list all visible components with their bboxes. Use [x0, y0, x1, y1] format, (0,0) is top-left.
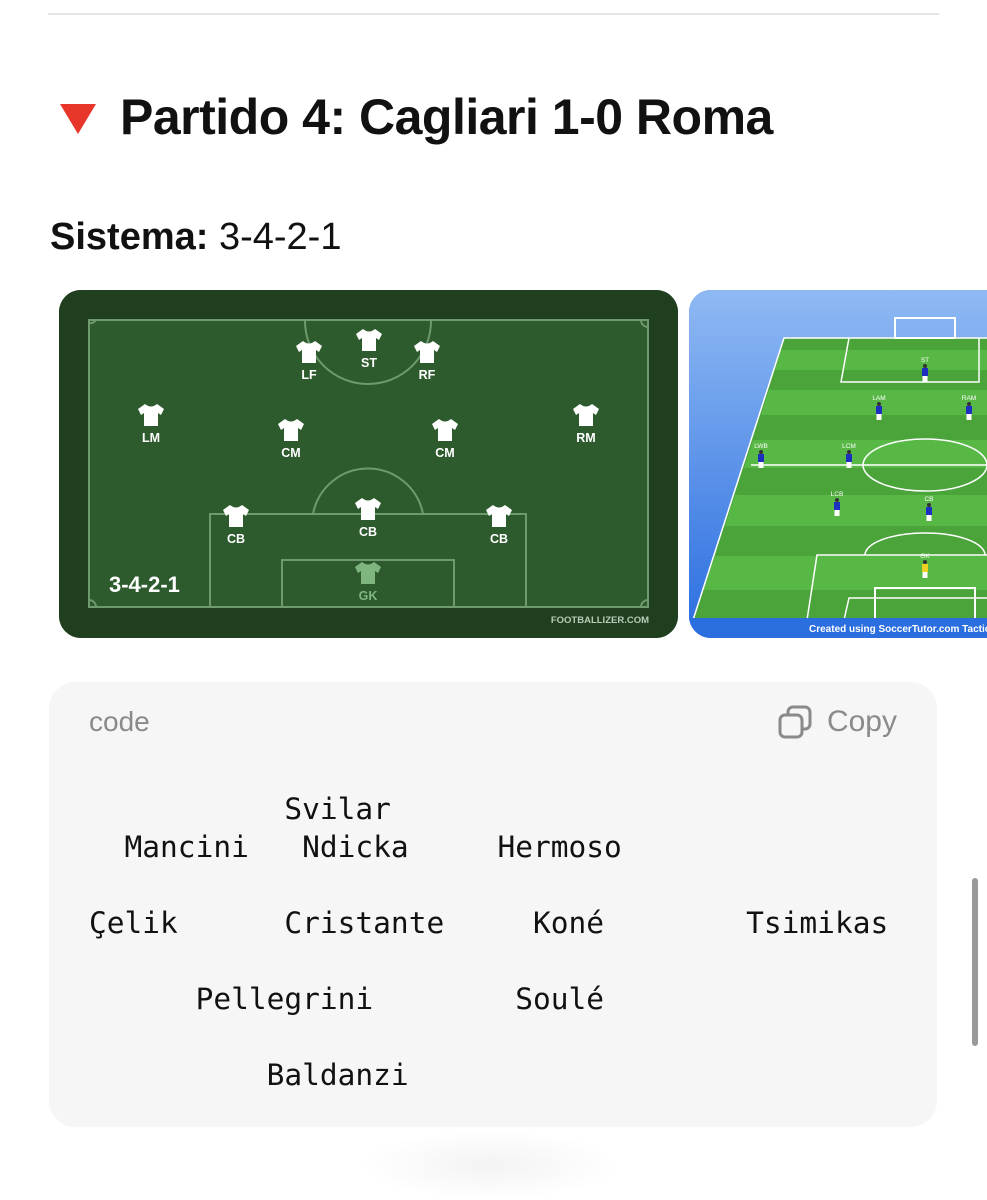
player-cb-7: CB: [223, 505, 249, 546]
system-label: Sistema:: [50, 216, 209, 258]
shirt-icon: [356, 329, 382, 351]
bottom-fade: [360, 1130, 620, 1200]
shirt-icon: [355, 562, 381, 584]
code-language-label: code: [89, 706, 150, 737]
copy-icon: [778, 705, 812, 739]
player-figure: [876, 406, 882, 414]
position-label: CM: [435, 446, 454, 460]
player-cb-9: CB: [486, 505, 512, 546]
shirt-icon: [278, 419, 304, 441]
position-label: RM: [576, 431, 595, 445]
soccertutor-credit: Created using SoccerTutor.com Tactics: [809, 624, 987, 635]
tactics-player-lam: LAM: [872, 395, 886, 420]
footballizer-watermark: FOOTBALLIZER.COM: [551, 615, 649, 626]
player-st-1: ST: [356, 329, 382, 370]
player-cm-5: CM: [432, 419, 458, 460]
player-gk-10: GK: [355, 562, 381, 603]
tactics-position-label: GK: [920, 553, 930, 560]
tactics-image[interactable]: ST LAM RAM LWB LCM LCB CB GK Created using Socc…: [689, 290, 987, 638]
position-label: CB: [359, 525, 377, 539]
tactics-player-lwb: LWB: [754, 443, 768, 468]
player-lm-3: LM: [138, 404, 164, 445]
formation-label: 3-4-2-1: [109, 572, 180, 597]
tactics-position-label: RAM: [962, 395, 976, 402]
player-rm-6: RM: [573, 404, 599, 445]
formation-image[interactable]: LF ST RF LM CM CM RM CB CB CB GK 3-4-2-1 FOOTBALLI…: [59, 290, 678, 638]
player-figure: [926, 507, 932, 515]
position-label: GK: [359, 589, 378, 603]
tactics-player-st: ST: [921, 357, 929, 382]
position-label: CB: [490, 532, 508, 546]
copy-label: Copy: [826, 705, 897, 738]
red-down-triangle-icon: [60, 104, 96, 134]
player-figure: [922, 368, 928, 376]
shirt-icon: [223, 505, 249, 527]
shirt-icon: [355, 498, 381, 520]
player-figure: [966, 406, 972, 414]
player-cb-8: CB: [355, 498, 381, 539]
position-label: RF: [419, 368, 436, 382]
position-label: LF: [301, 368, 317, 382]
tactics-player-lcb: LCB: [831, 491, 844, 516]
tactics-position-label: LAM: [872, 395, 885, 402]
player-lf-0: LF: [296, 341, 322, 382]
formation-pitch: LF ST RF LM CM CM RM CB CB CB GK 3-4-2-1 FOOTBALLI…: [59, 290, 678, 638]
page-scrollbar[interactable]: [972, 878, 978, 1046]
tactics-player-cb: CB: [924, 496, 934, 521]
tactics-pitch: ST LAM RAM LWB LCM LCB CB GK Created using Socc…: [689, 290, 987, 638]
tactics-player-ram: RAM: [962, 395, 976, 420]
system-line: Sistema: 3-4-2-1: [50, 216, 341, 259]
player-figure: [834, 502, 840, 510]
top-divider: [48, 13, 939, 15]
player-figure: [758, 454, 764, 462]
tactics-player-lcm: LCM: [842, 443, 856, 468]
code-block: code Copy Svilar Mancini Ndicka Hermoso …: [49, 682, 937, 1127]
position-label: ST: [361, 356, 377, 370]
player-rf-2: RF: [414, 341, 440, 382]
player-cm-4: CM: [278, 419, 304, 460]
shirt-icon: [296, 341, 322, 363]
section-heading: Partido 4: Cagliari 1-0 Roma: [60, 88, 773, 146]
shirt-icon: [573, 404, 599, 426]
shirt-icon: [414, 341, 440, 363]
copy-button[interactable]: Copy: [777, 704, 897, 740]
tactics-position-label: LCM: [842, 443, 856, 450]
code-content: Svilar Mancini Ndicka Hermoso Çelik Cris…: [89, 792, 889, 1092]
match-title: Partido 4: Cagliari 1-0 Roma: [120, 89, 773, 145]
position-label: CB: [227, 532, 245, 546]
tactics-position-label: CB: [924, 496, 933, 503]
position-label: LM: [142, 431, 160, 445]
player-figure: [846, 454, 852, 462]
tactics-position-label: LWB: [754, 443, 768, 450]
position-label: CM: [281, 446, 300, 460]
tactics-position-label: LCB: [831, 491, 844, 498]
shirt-icon: [138, 404, 164, 426]
shirt-icon: [432, 419, 458, 441]
tactics-position-label: ST: [921, 357, 929, 364]
shirt-icon: [486, 505, 512, 527]
tactics-player-gk: GK: [920, 553, 930, 578]
system-value: 3-4-2-1: [218, 216, 342, 258]
player-figure: [922, 564, 928, 572]
